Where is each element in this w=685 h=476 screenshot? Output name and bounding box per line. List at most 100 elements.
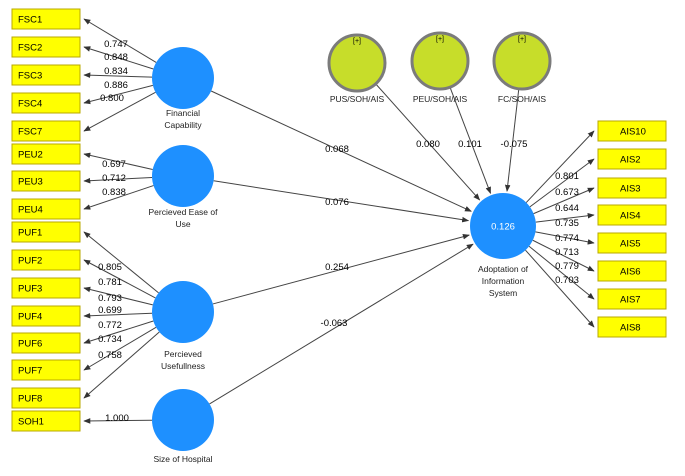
loading-value-puf6: 0.772: [98, 320, 122, 331]
loading-link-puf8: [83, 331, 160, 399]
indicator-puf8[interactable]: [11, 387, 81, 409]
path-soh-to-ais: [209, 243, 474, 405]
indicator-puf7[interactable]: [11, 359, 81, 381]
indicator-label-fsc2: FSC2: [18, 43, 42, 54]
indicator-label-fsc7: FSC7: [18, 127, 42, 138]
indicator-label-soh1: SOH1: [18, 417, 44, 428]
path-coef-pu-ais: 0.254: [325, 262, 349, 273]
indicator-label-puf3: PUF3: [18, 284, 42, 295]
indicator-fsc3[interactable]: [11, 64, 81, 86]
indicator-peu4[interactable]: [11, 198, 81, 220]
loading-link-puf6: [83, 320, 154, 344]
connections: [83, 18, 595, 424]
indicator-label-puf2: PUF2: [18, 256, 42, 267]
moderator-label-pus: PUS/SOH/AIS: [330, 94, 385, 104]
path-coef-fc-ais: 0.068: [325, 144, 349, 155]
indicator-fsc4[interactable]: [11, 92, 81, 114]
loading-value-peu3: 0.712: [102, 173, 126, 184]
moderator-expand-mark-pus: [+]: [353, 38, 361, 45]
loading-value-ais8: 0.703: [555, 275, 579, 286]
path-coef-moderator-pus: 0.080: [416, 139, 440, 150]
path-moderator-pus-to-ais: [375, 83, 481, 201]
path-fc-to-ais: [210, 90, 472, 212]
loading-link-soh1: [83, 418, 153, 424]
indicator-label-ais10: AIS10: [620, 127, 646, 138]
moderator-fc[interactable]: [492, 31, 552, 91]
moderator-pus[interactable]: [327, 33, 387, 93]
loading-value-peu4: 0.838: [102, 187, 126, 198]
indicator-fsc2[interactable]: [11, 36, 81, 58]
loading-link-fsc7: [83, 91, 156, 132]
loading-link-fsc3: [83, 72, 153, 78]
latent-peu[interactable]: [152, 145, 214, 207]
indicator-puf6[interactable]: [11, 332, 81, 354]
indicator-peu3[interactable]: [11, 170, 81, 192]
indicator-peu2[interactable]: [11, 143, 81, 165]
indicator-label-fsc3: FSC3: [18, 71, 42, 82]
loading-value-peu2: 0.697: [102, 159, 126, 170]
loading-link-puf4: [83, 312, 153, 319]
path-pu-to-ais: [212, 234, 470, 305]
loading-link-peu4: [83, 185, 154, 210]
nodes: FSC1FSC2FSC3FSC4FSC7PEU2PEU3PEU4PUF1PUF2…: [11, 8, 667, 464]
latent-label-soh-line1: Size of Hospital: [153, 454, 212, 464]
indicator-ais7[interactable]: [597, 288, 667, 310]
indicator-ais2[interactable]: [597, 148, 667, 170]
indicator-label-fsc1: FSC1: [18, 15, 42, 26]
indicator-ais10[interactable]: [597, 120, 667, 142]
loading-link-peu3: [83, 177, 153, 184]
indicator-ais4[interactable]: [597, 204, 667, 226]
latent-soh[interactable]: [152, 389, 214, 451]
latent-label-ais-line3: System: [489, 288, 517, 298]
loading-link-ais5: [535, 231, 595, 245]
path-peu-to-ais: [213, 180, 470, 223]
latent-ais[interactable]: [470, 193, 536, 259]
loading-link-fsc2: [83, 46, 154, 70]
loading-link-ais6: [532, 239, 595, 272]
indicator-puf4[interactable]: [11, 305, 81, 327]
loading-link-puf1: [83, 231, 159, 294]
loading-value-fsc3: 0.834: [104, 66, 128, 77]
moderator-label-peu: PEU/SOH/AIS: [413, 94, 468, 104]
loading-link-ais2: [529, 158, 595, 208]
indicator-soh1[interactable]: [11, 410, 81, 432]
indicator-fsc7[interactable]: [11, 120, 81, 142]
indicator-label-ais5: AIS5: [620, 239, 641, 250]
latent-label-pu-line1: Percieved: [164, 349, 202, 359]
indicator-puf3[interactable]: [11, 277, 81, 299]
indicator-fsc1[interactable]: [11, 8, 81, 30]
ais-r-squared: 0.126: [491, 222, 515, 233]
loading-value-puf8: 0.758: [98, 350, 122, 361]
loading-value-fsc2: 0.848: [104, 52, 128, 63]
indicator-ais8[interactable]: [597, 316, 667, 338]
loading-link-fsc4: [83, 84, 154, 105]
latent-pu[interactable]: [152, 281, 214, 343]
loading-value-fsc4: 0.886: [104, 80, 128, 91]
loading-link-ais4: [535, 212, 595, 223]
indicator-ais6[interactable]: [597, 260, 667, 282]
path-moderator-fc-to-ais: [504, 88, 520, 192]
loading-link-puf3: [83, 286, 153, 306]
latent-fc[interactable]: [152, 47, 214, 109]
moderator-label-fc: FC/SOH/AIS: [498, 94, 547, 104]
indicator-ais3[interactable]: [597, 177, 667, 199]
indicator-label-puf8: PUF8: [18, 394, 42, 405]
indicator-puf1[interactable]: [11, 221, 81, 243]
loading-value-fsc1: 0.747: [104, 39, 128, 50]
loading-link-peu2: [83, 152, 153, 170]
loading-value-ais5: 0.774: [555, 233, 579, 244]
moderator-peu[interactable]: [410, 31, 470, 91]
path-coef-moderator-fc: -0.075: [501, 139, 528, 150]
indicator-label-ais7: AIS7: [620, 295, 641, 306]
path-coef-peu-ais: 0.076: [325, 197, 349, 208]
indicator-puf2[interactable]: [11, 249, 81, 271]
indicator-ais5[interactable]: [597, 232, 667, 254]
indicator-label-puf4: PUF4: [18, 312, 42, 323]
indicator-label-peu2: PEU2: [18, 150, 43, 161]
indicator-label-puf1: PUF1: [18, 228, 42, 239]
loading-link-ais10: [525, 130, 595, 203]
indicator-label-puf7: PUF7: [18, 366, 42, 377]
path-coef-soh-ais: -0.063: [321, 318, 348, 329]
loading-value-puf7: 0.734: [98, 334, 122, 345]
